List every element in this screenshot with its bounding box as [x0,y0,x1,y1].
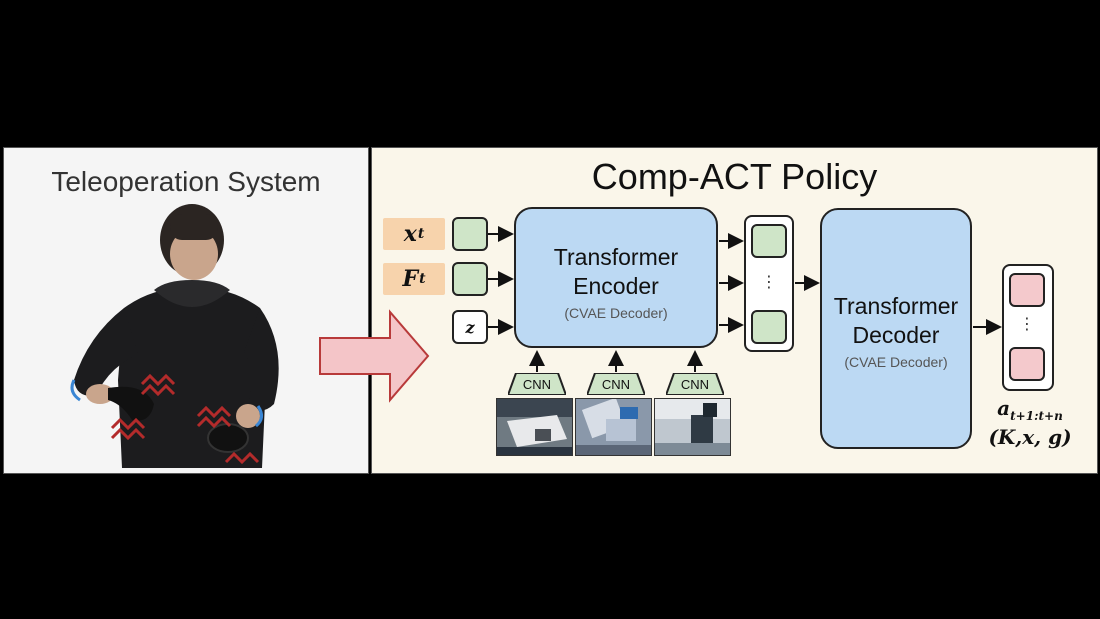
input-token-latent: z [452,310,488,344]
output-token-1 [1009,273,1045,307]
transformer-encoder: Transformer Encoder (CVAE Decoder) [514,207,718,348]
policy-title: Comp-ACT Policy [591,156,878,197]
encoder-title-line2: Encoder [573,273,659,299]
teleoperation-title: Teleoperation System [51,166,321,197]
action-output-label: at+1:t+n (K,x, g) [988,396,1072,449]
input-token-position [452,217,488,251]
encoder-subtitle: (CVAE Decoder) [564,305,668,321]
encoder-output-token-2 [751,310,787,344]
cnn-block-1: CNN [508,373,566,395]
cnn-block-3: CNN [666,373,724,395]
camera-image-2 [575,398,652,456]
cnn-block-2: CNN [587,373,645,395]
encoder-title-line1: Transformer [553,244,679,270]
output-token-2 [1009,347,1045,381]
operator-illustration [70,204,279,468]
decoder-subtitle: (CVAE Decoder) [844,354,948,370]
camera-image-3 [654,398,731,456]
transformer-decoder: Transformer Decoder (CVAE Decoder) [820,208,972,449]
policy-panel: Comp-ACT Policy [371,147,1098,474]
input-token-force [452,262,488,296]
encoder-output-token-1 [751,224,787,258]
decoder-title-line1: Transformer [833,293,959,319]
decoder-title-line2: Decoder [852,322,940,348]
camera-image-1 [496,398,573,456]
teleoperation-panel: Teleoperation System [3,147,369,474]
